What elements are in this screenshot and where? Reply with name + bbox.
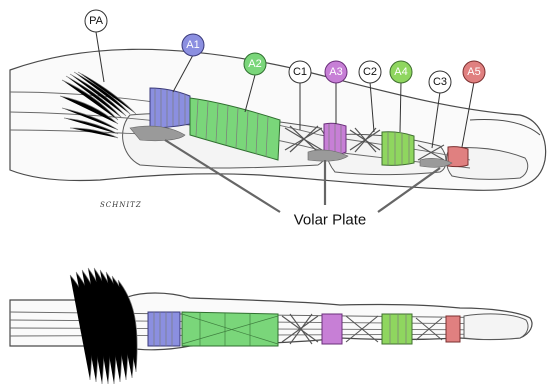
label-a4: A4 [390,61,412,83]
svg-text:PA: PA [89,15,104,27]
svg-text:C1: C1 [293,66,307,78]
label-a2: A2 [244,53,266,75]
svg-text:A5: A5 [467,66,480,78]
lateral-view: PA A1 A2 C1 A3 C2 [10,10,546,229]
a3-pulley-palmar [322,314,342,344]
svg-text:A2: A2 [248,58,261,70]
volar-plate-label: Volar Plate [294,212,367,229]
svg-text:C3: C3 [433,76,447,88]
label-a3: A3 [325,61,347,83]
label-pa: PA [85,10,107,32]
a1-pulley-lateral [150,88,190,128]
palmar-aponeurosis-palmar [70,268,137,384]
svg-text:A4: A4 [394,66,407,78]
a5-pulley-palmar [446,316,460,342]
svg-text:C2: C2 [363,66,377,78]
palmar-view [10,268,532,384]
label-a5: A5 [463,61,485,83]
svg-text:A3: A3 [329,66,342,78]
label-a1: A1 [182,34,204,56]
distal-phalanx-palmar [464,314,528,340]
label-c3: C3 [429,71,451,93]
svg-text:A1: A1 [186,39,199,51]
a4-pulley-palmar [382,314,412,344]
a1-pulley-palmar [148,312,180,346]
artist-signature: SCHNITZ [100,201,142,209]
label-c2: C2 [359,61,381,83]
label-c1: C1 [289,61,311,83]
